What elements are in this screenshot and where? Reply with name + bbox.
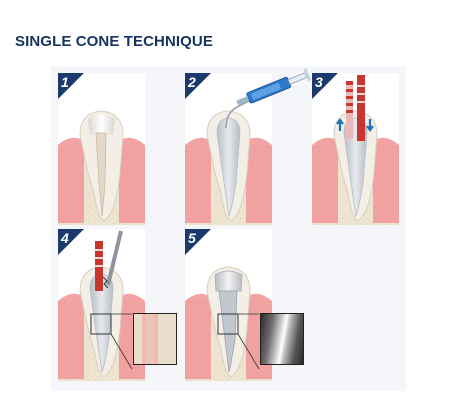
detail-marker	[217, 313, 239, 335]
magnified-sealer-detail	[133, 313, 177, 365]
heat-zigzag-icon	[102, 276, 109, 289]
radiograph-detail	[260, 313, 304, 365]
step-badge-5: 5	[185, 229, 211, 255]
tooth-illustration-sealer	[185, 84, 282, 225]
arrow-down-icon	[366, 119, 374, 132]
step-number-1: 1	[61, 74, 69, 90]
step-number-5: 5	[188, 230, 196, 246]
step-badge-4: 4	[58, 229, 84, 255]
step-badge-3: 3	[312, 73, 338, 99]
heated-plugger	[106, 230, 123, 286]
gutta-percha-cone-right	[357, 75, 365, 141]
step-number-2: 2	[188, 74, 196, 90]
step-panel-4: 4	[58, 229, 177, 381]
arrow-up-icon	[336, 118, 344, 131]
detail-marker	[90, 313, 112, 335]
tooth-illustration-cut-and-condense	[58, 230, 145, 381]
tooth-illustration-original	[58, 110, 145, 225]
step-badge-1: 1	[58, 73, 84, 99]
gutta-percha-cone	[95, 241, 103, 291]
step-panel-5: 5	[185, 229, 304, 381]
tooth-illustration-cone-insertion	[312, 75, 399, 225]
step-panel-1: 1	[58, 73, 145, 225]
coronal-restoration	[214, 270, 243, 292]
gutta-percha-cone-left	[346, 81, 353, 139]
step-number-3: 3	[315, 74, 323, 90]
step-panel-3: 3	[312, 73, 399, 225]
step-badge-2: 2	[185, 73, 211, 99]
step-number-4: 4	[61, 230, 69, 246]
tooth-illustration-restored	[185, 266, 272, 381]
sealer-syringe	[236, 68, 312, 106]
step-panel-2: 2	[185, 68, 312, 225]
page-title: SINGLE CONE TECHNIQUE	[15, 33, 213, 50]
